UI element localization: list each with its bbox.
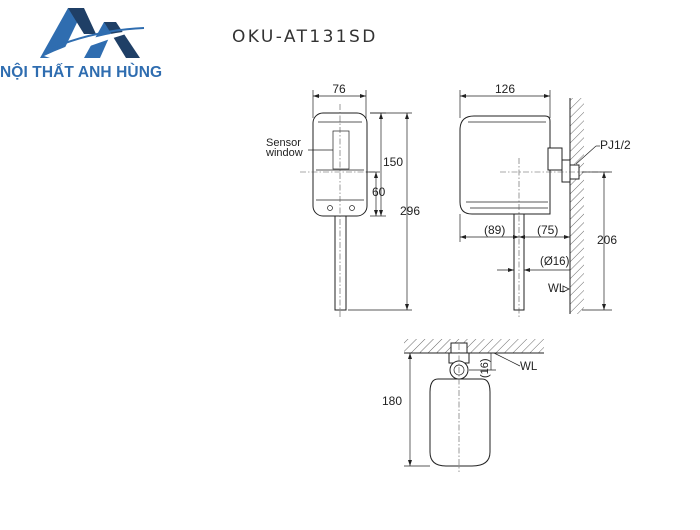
top-wl-label: WL: [520, 361, 538, 373]
side-wl-label: WL: [548, 283, 566, 295]
dim-75-label: (75): [537, 223, 558, 237]
mountain-a-logo-icon: [40, 8, 145, 60]
brand-name: NỘI THẤT ANH HÙNG: [0, 64, 163, 81]
dim-180-label: 180: [382, 394, 402, 408]
valve-body: [547, 147, 563, 171]
dim-206-label: 206: [597, 233, 617, 247]
pipe-diameter-label: (Ø16): [540, 256, 570, 268]
brand-header: NỘI THẤT ANH HÙNG: [0, 0, 190, 95]
pj-connection-label: PJ1/2: [600, 138, 631, 152]
model-number: OKU-AT131SD: [232, 27, 378, 47]
front-width-label: 76: [332, 82, 346, 96]
wall-fitting: [561, 159, 571, 183]
dim-16-label: (16): [479, 358, 491, 378]
top-housing: [429, 378, 491, 467]
dim-296-label: 296: [400, 204, 420, 218]
front-pipe: [334, 215, 347, 311]
front-view: 76 Sensor window 150: [265, 82, 420, 318]
wall-hatch: [570, 98, 584, 314]
dim-150-label: 150: [383, 155, 403, 169]
top-wall-hatch: [404, 339, 544, 353]
sensor-label-line2: window: [265, 147, 303, 159]
side-view: 126 PJ1/2: [459, 82, 631, 318]
side-width-label: 126: [495, 82, 515, 96]
dim-60-label: 60: [372, 185, 386, 199]
side-housing: [459, 115, 551, 215]
sensor-label-line1: Sensor: [266, 137, 301, 149]
top-view: (16) WL 180: [382, 339, 544, 472]
dim-89-label: (89): [484, 223, 505, 237]
